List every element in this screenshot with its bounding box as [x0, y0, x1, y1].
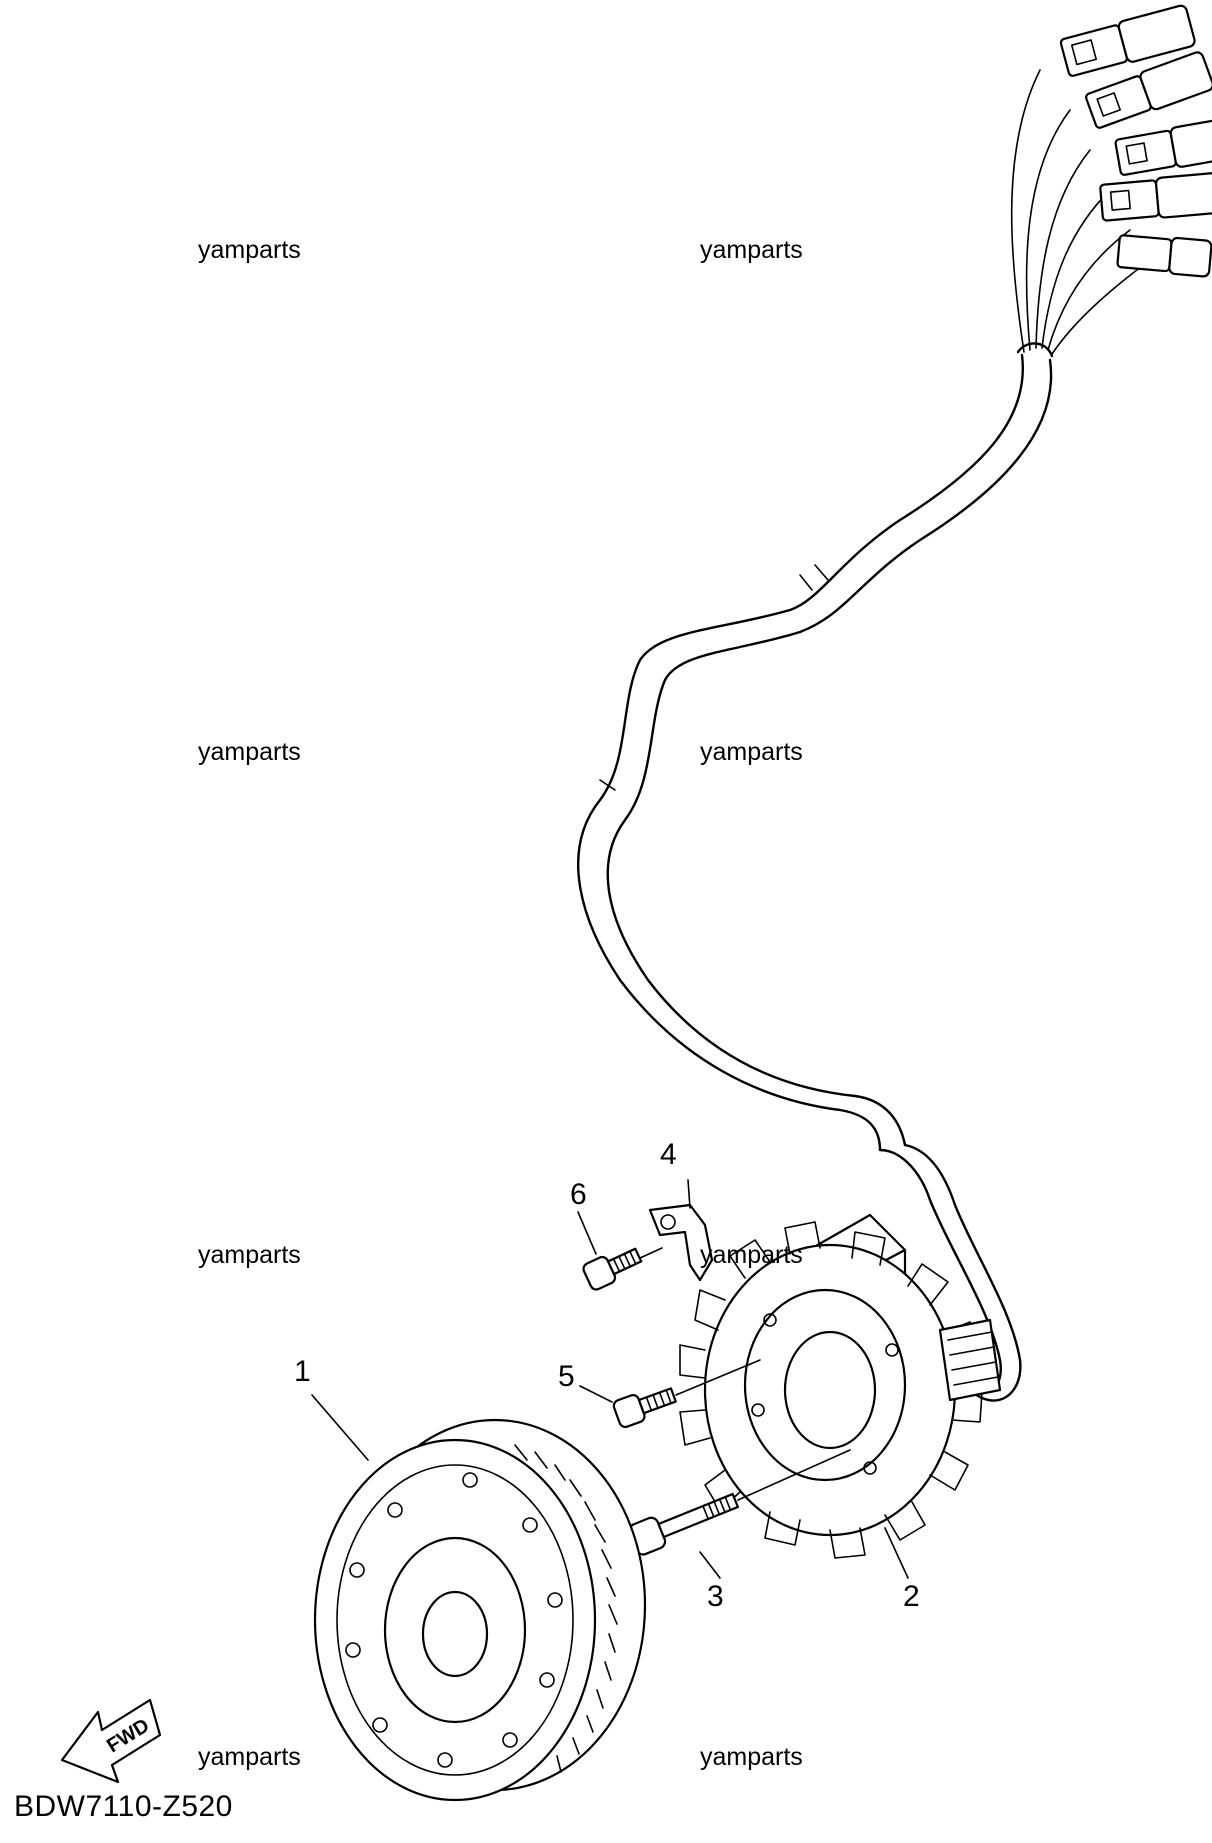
watermark: yamparts [198, 738, 301, 766]
watermark: yamparts [700, 738, 803, 766]
coupler-connector-icon [1059, 4, 1212, 278]
callout-2: 2 [903, 1580, 920, 1613]
watermark: yamparts [700, 1241, 803, 1269]
callout-5: 5 [558, 1360, 575, 1393]
wire-harness-icon [577, 69, 1151, 1152]
watermark: yamparts [700, 1743, 803, 1771]
stator-coil-icon [679, 1143, 1022, 1559]
callout-1: 1 [294, 1355, 311, 1388]
callout-3: 3 [707, 1580, 724, 1613]
leader-lines [311, 1179, 909, 1579]
callout-6: 6 [570, 1178, 587, 1211]
clamp-bracket-icon [648, 1203, 714, 1282]
callout-4: 4 [660, 1138, 677, 1171]
bolt-icon [628, 1449, 851, 1556]
watermark: yamparts [198, 1241, 301, 1269]
fwd-arrow-icon: FWD [60, 1698, 162, 1784]
diagram-code: BDW7110-Z520 [14, 1790, 233, 1823]
bolt-icon [582, 1247, 663, 1291]
watermark: yamparts [700, 236, 803, 264]
flywheel-rotor-icon [313, 1418, 647, 1802]
watermark: yamparts [198, 1743, 301, 1771]
watermark: yamparts [198, 236, 301, 264]
bolt-icon [612, 1359, 761, 1429]
